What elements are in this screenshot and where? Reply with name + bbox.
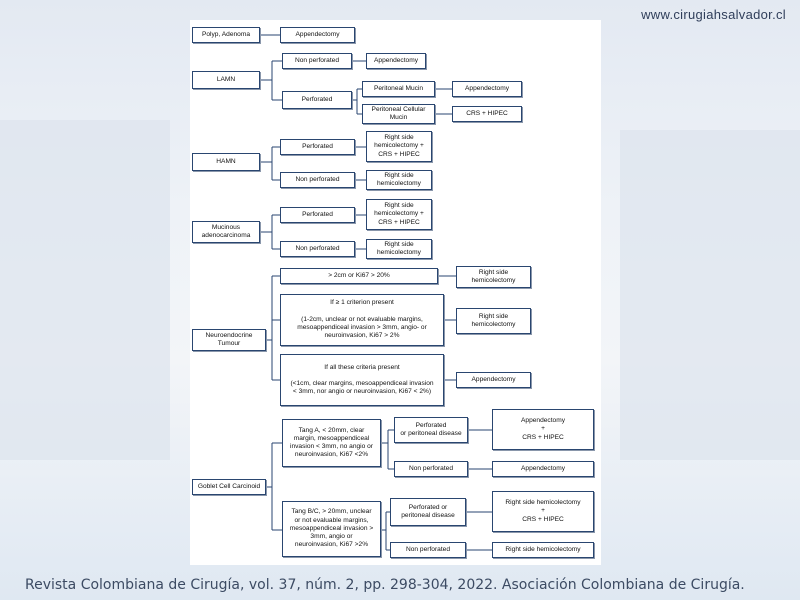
- net-all-criteria-treatment-box: Appendectomy: [456, 372, 531, 388]
- gcc-tang-a-non-perforated-box: Non perforated: [394, 461, 468, 477]
- gcc-tang-bc-perforated-box: Perforated or peritoneal disease: [390, 498, 466, 526]
- neuroendocrine-tumour-box: Neuroendocrine Tumour: [192, 329, 266, 351]
- polyp-adenoma-box: Polyp, Adenoma: [192, 27, 260, 43]
- journal-citation: Revista Colombiana de Cirugía, vol. 37, …: [25, 577, 745, 593]
- polyp-treatment-box: Appendectomy: [280, 27, 355, 43]
- mucinous-perforated-treatment-box: Right side hemicolectomy + CRS + HIPEC: [366, 199, 432, 230]
- mucinous-perforated-box: Perforated: [280, 207, 355, 223]
- lamn-box: LAMN: [192, 71, 260, 89]
- lamn-perforated-box: Perforated: [282, 91, 352, 109]
- lamn-peritoneal-cellular-mucin-treatment-box: CRS + HIPEC: [452, 106, 522, 122]
- gcc-tang-bc-non-perforated-treatment-box: Right side hemicolectomy: [492, 542, 594, 558]
- lamn-non-perforated-treatment-box: Appendectomy: [366, 53, 426, 69]
- site-url: www.cirugiahsalvador.cl: [641, 7, 786, 22]
- goblet-cell-carcinoid-box: Goblet Cell Carcinoid: [192, 479, 266, 495]
- lamn-peritoneal-mucin-treatment-box: Appendectomy: [452, 81, 522, 97]
- flowchart-panel: Polyp, Adenoma Appendectomy LAMN Non per…: [190, 20, 601, 565]
- gcc-tang-a-box: Tang A, < 20mm, clear margin, mesoappend…: [282, 419, 381, 467]
- hamn-non-perforated-treatment-box: Right side hemicolectomy: [366, 170, 432, 190]
- hamn-box: HAMN: [192, 153, 260, 171]
- lamn-peritoneal-mucin-box: Peritoneal Mucin: [362, 81, 435, 97]
- mucinous-adenocarcinoma-box: Mucinous adenocarcinoma: [192, 221, 260, 243]
- gcc-tang-a-perforated-treatment-box: Appendectomy + CRS + HIPEC: [492, 409, 594, 450]
- background-building-right: [620, 130, 800, 460]
- hamn-perforated-treatment-box: Right side hemicolectomy + CRS + HIPEC: [366, 131, 432, 162]
- net-one-criterion-treatment-box: Right side hemicolectomy: [456, 308, 531, 334]
- background-building-left: [0, 120, 170, 460]
- gcc-tang-a-non-perforated-treatment-box: Appendectomy: [492, 461, 594, 477]
- gcc-tang-bc-perforated-treatment-box: Right side hemicolectomy + CRS + HIPEC: [492, 491, 594, 532]
- gcc-tang-a-perforated-box: Perforated or peritoneal disease: [394, 417, 468, 443]
- mucinous-non-perforated-box: Non perforated: [280, 241, 355, 257]
- gcc-tang-bc-non-perforated-box: Non perforated: [390, 542, 466, 558]
- lamn-non-perforated-box: Non perforated: [282, 53, 352, 69]
- connector-lines: [260, 34, 492, 551]
- gcc-tang-bc-box: Tang B/C, > 20mm, unclear or not evaluab…: [282, 501, 381, 557]
- mucinous-non-perforated-treatment-box: Right side hemicolectomy: [366, 239, 432, 259]
- net-criterion-size-treatment-box: Right side hemicolectomy: [456, 266, 531, 288]
- net-all-criteria-box: If all these criteria present (<1cm, cle…: [280, 354, 444, 406]
- net-criterion-size-box: > 2cm or Ki67 > 20%: [280, 268, 438, 284]
- hamn-non-perforated-box: Non perforated: [280, 172, 355, 188]
- net-one-criterion-box: If ≥ 1 criterion present (1-2cm, unclear…: [280, 294, 444, 346]
- hamn-perforated-box: Perforated: [280, 139, 355, 155]
- lamn-peritoneal-cellular-mucin-box: Peritoneal Cellular Mucin: [362, 104, 435, 124]
